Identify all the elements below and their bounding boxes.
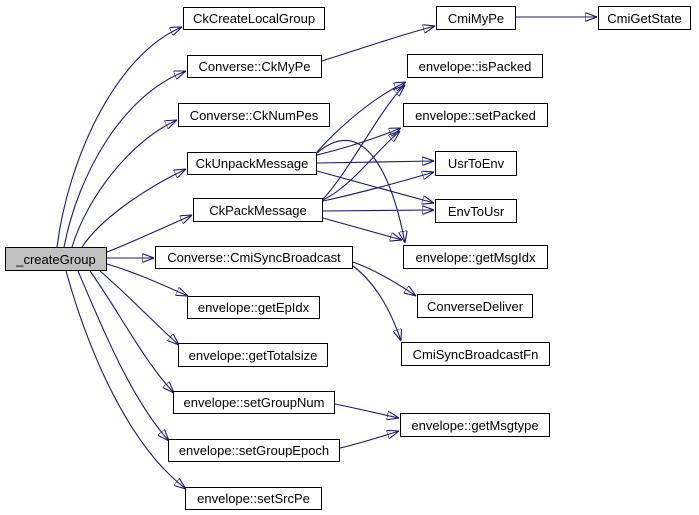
edge-create-group-converse-ck-my-pe [63, 71, 186, 248]
edge-create-group-ck-unpack-message [81, 169, 186, 248]
node-envelope-get-ep-idx[interactable]: envelope::getEpIdx [187, 296, 320, 319]
node-envelope-set-group-epoch[interactable]: envelope::setGroupEpoch [168, 439, 340, 462]
edge-create-group-get-ep-idx [106, 263, 188, 296]
node-envelope-is-packed[interactable]: envelope::isPacked [407, 54, 543, 78]
node-envelope-get-msgtype[interactable]: envelope::getMsgtype [400, 413, 550, 437]
edge-cmi-sync-broadcast-converse-deliver [352, 261, 416, 296]
edge-ck-pack-message-is-packed [322, 85, 405, 200]
edge-ck-unpack-message-get-msg-idx [316, 139, 405, 243]
node-envelope-get-msg-idx[interactable]: envelope::getMsgIdx [403, 245, 548, 269]
edge-create-group-converse-ck-num-pes [71, 120, 177, 248]
edge-converse-ck-my-pe-cmi-my-pe [321, 26, 435, 62]
edge-ck-unpack-message-is-packed [316, 82, 406, 153]
node-ck-create-local-group[interactable]: CkCreateLocalGroup [183, 7, 325, 30]
edge-ck-pack-message-usr-to-env [322, 172, 434, 202]
node-cmi-my-pe[interactable]: CmiMyPe [436, 6, 516, 30]
edge-cmi-sync-broadcast-cmi-sync-broadcast-fn [352, 265, 401, 341]
edge-set-group-epoch-get-msgtype [339, 431, 399, 449]
node-cmi-sync-broadcast-fn[interactable]: CmiSyncBroadcastFn [401, 342, 550, 366]
edge-ck-pack-message-set-packed [322, 131, 400, 201]
edge-ck-unpack-message-usr-to-env [316, 161, 434, 163]
edge-create-group-set-src-pe [65, 270, 186, 489]
edge-create-group-ck-pack-message [106, 215, 192, 253]
node-cmi-get-state[interactable]: CmiGetState [598, 6, 691, 30]
edge-create-group-get-totalsize [99, 270, 179, 345]
edge-create-group-set-group-epoch [77, 270, 169, 441]
node-ck-pack-message[interactable]: CkPackMessage [193, 198, 323, 222]
node-envelope-set-group-num[interactable]: envelope::setGroupNum [173, 391, 335, 414]
node-ck-unpack-message[interactable]: CkUnpackMessage [187, 152, 317, 175]
node-env-to-usr[interactable]: EnvToUsr [435, 199, 517, 223]
edge-create-group-set-group-num [89, 270, 174, 393]
node-usr-to-env[interactable]: UsrToEnv [435, 151, 517, 176]
node-envelope-get-totalsize[interactable]: envelope::getTotalsize [178, 343, 328, 367]
edge-ck-pack-message-env-to-usr [322, 210, 434, 211]
node-converse-deliver[interactable]: ConverseDeliver [417, 294, 533, 318]
edge-create-group-ck-create-local-group [56, 27, 182, 248]
edge-ck-unpack-message-env-to-usr [316, 170, 434, 203]
edge-ck-pack-message-get-msg-idx [322, 217, 402, 240]
node-create-group: _createGroup [5, 247, 107, 271]
node-envelope-set-packed[interactable]: envelope::setPacked [403, 103, 548, 127]
node-converse-ck-num-pes[interactable]: Converse::CkNumPes [178, 103, 330, 127]
node-converse-ck-my-pe[interactable]: Converse::CkMyPe [187, 55, 322, 78]
node-envelope-set-src-pe[interactable]: envelope::setSrcPe [185, 487, 322, 510]
edge-set-group-num-get-msgtype [334, 403, 399, 418]
node-converse-cmi-sync-broadcast[interactable]: Converse::CmiSyncBroadcast [155, 246, 353, 269]
